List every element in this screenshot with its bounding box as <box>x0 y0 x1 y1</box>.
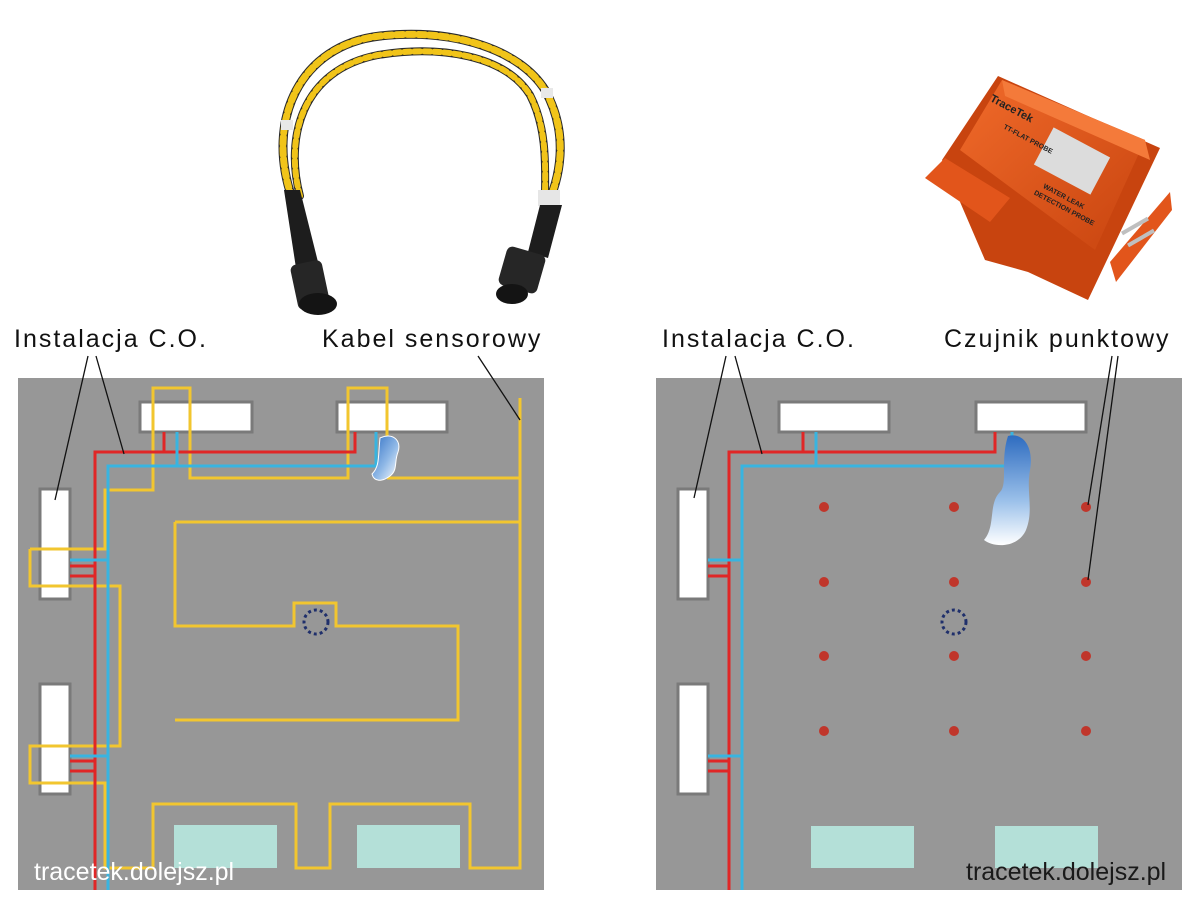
floor-drain-icon <box>302 608 330 636</box>
leader-lines-right <box>693 355 1119 581</box>
spot-sensor <box>949 651 959 661</box>
water-puddle-icon <box>984 435 1031 546</box>
spot-sensor <box>819 577 829 587</box>
watermark-right: tracetek.dolejsz.pl <box>966 858 1166 886</box>
right-floor-plan: tracetek.dolejsz.pl <box>656 378 1182 890</box>
radiator <box>38 487 72 601</box>
spot-sensor <box>819 726 829 736</box>
spot-sensor <box>819 502 829 512</box>
orange-probe-icon: TraceTek TT-FLAT PROBE WATER LEAK DETECT… <box>925 76 1172 300</box>
spot-sensor <box>949 577 959 587</box>
label-heating-right: Instalacja C.O. <box>662 325 856 353</box>
radiator <box>335 400 449 434</box>
sensor-cable <box>28 386 522 870</box>
tile <box>357 825 460 868</box>
radiator <box>974 400 1088 434</box>
label-sensor-cable: Kabel sensorowy <box>322 325 542 353</box>
radiator <box>38 682 72 796</box>
spot-sensor <box>1081 502 1091 512</box>
leader-lines-left <box>54 355 521 501</box>
left-floor <box>18 378 544 890</box>
radiator <box>777 400 891 434</box>
label-heating-left: Instalacja C.O. <box>14 325 208 353</box>
right-floor <box>656 378 1182 890</box>
spot-sensor <box>1081 577 1091 587</box>
yellow-sensor-cable-icon <box>278 29 565 315</box>
spot-sensor <box>949 502 959 512</box>
spot-sensor <box>1081 651 1091 661</box>
spot-sensor <box>819 651 829 661</box>
tile <box>811 826 914 868</box>
radiator <box>676 682 710 796</box>
spot-sensor <box>1081 726 1091 736</box>
tile <box>174 825 277 868</box>
water-puddle-icon <box>371 435 400 481</box>
floor-drain-icon <box>940 608 968 636</box>
radiator <box>676 487 710 601</box>
label-spot-sensor: Czujnik punktowy <box>944 325 1171 353</box>
tile <box>995 826 1098 868</box>
heating-pipes <box>70 432 378 890</box>
radiator <box>138 400 254 434</box>
watermark-left: tracetek.dolejsz.pl <box>34 858 234 886</box>
left-floor-plan: tracetek.dolejsz.pl <box>18 378 544 890</box>
spot-sensor <box>949 726 959 736</box>
